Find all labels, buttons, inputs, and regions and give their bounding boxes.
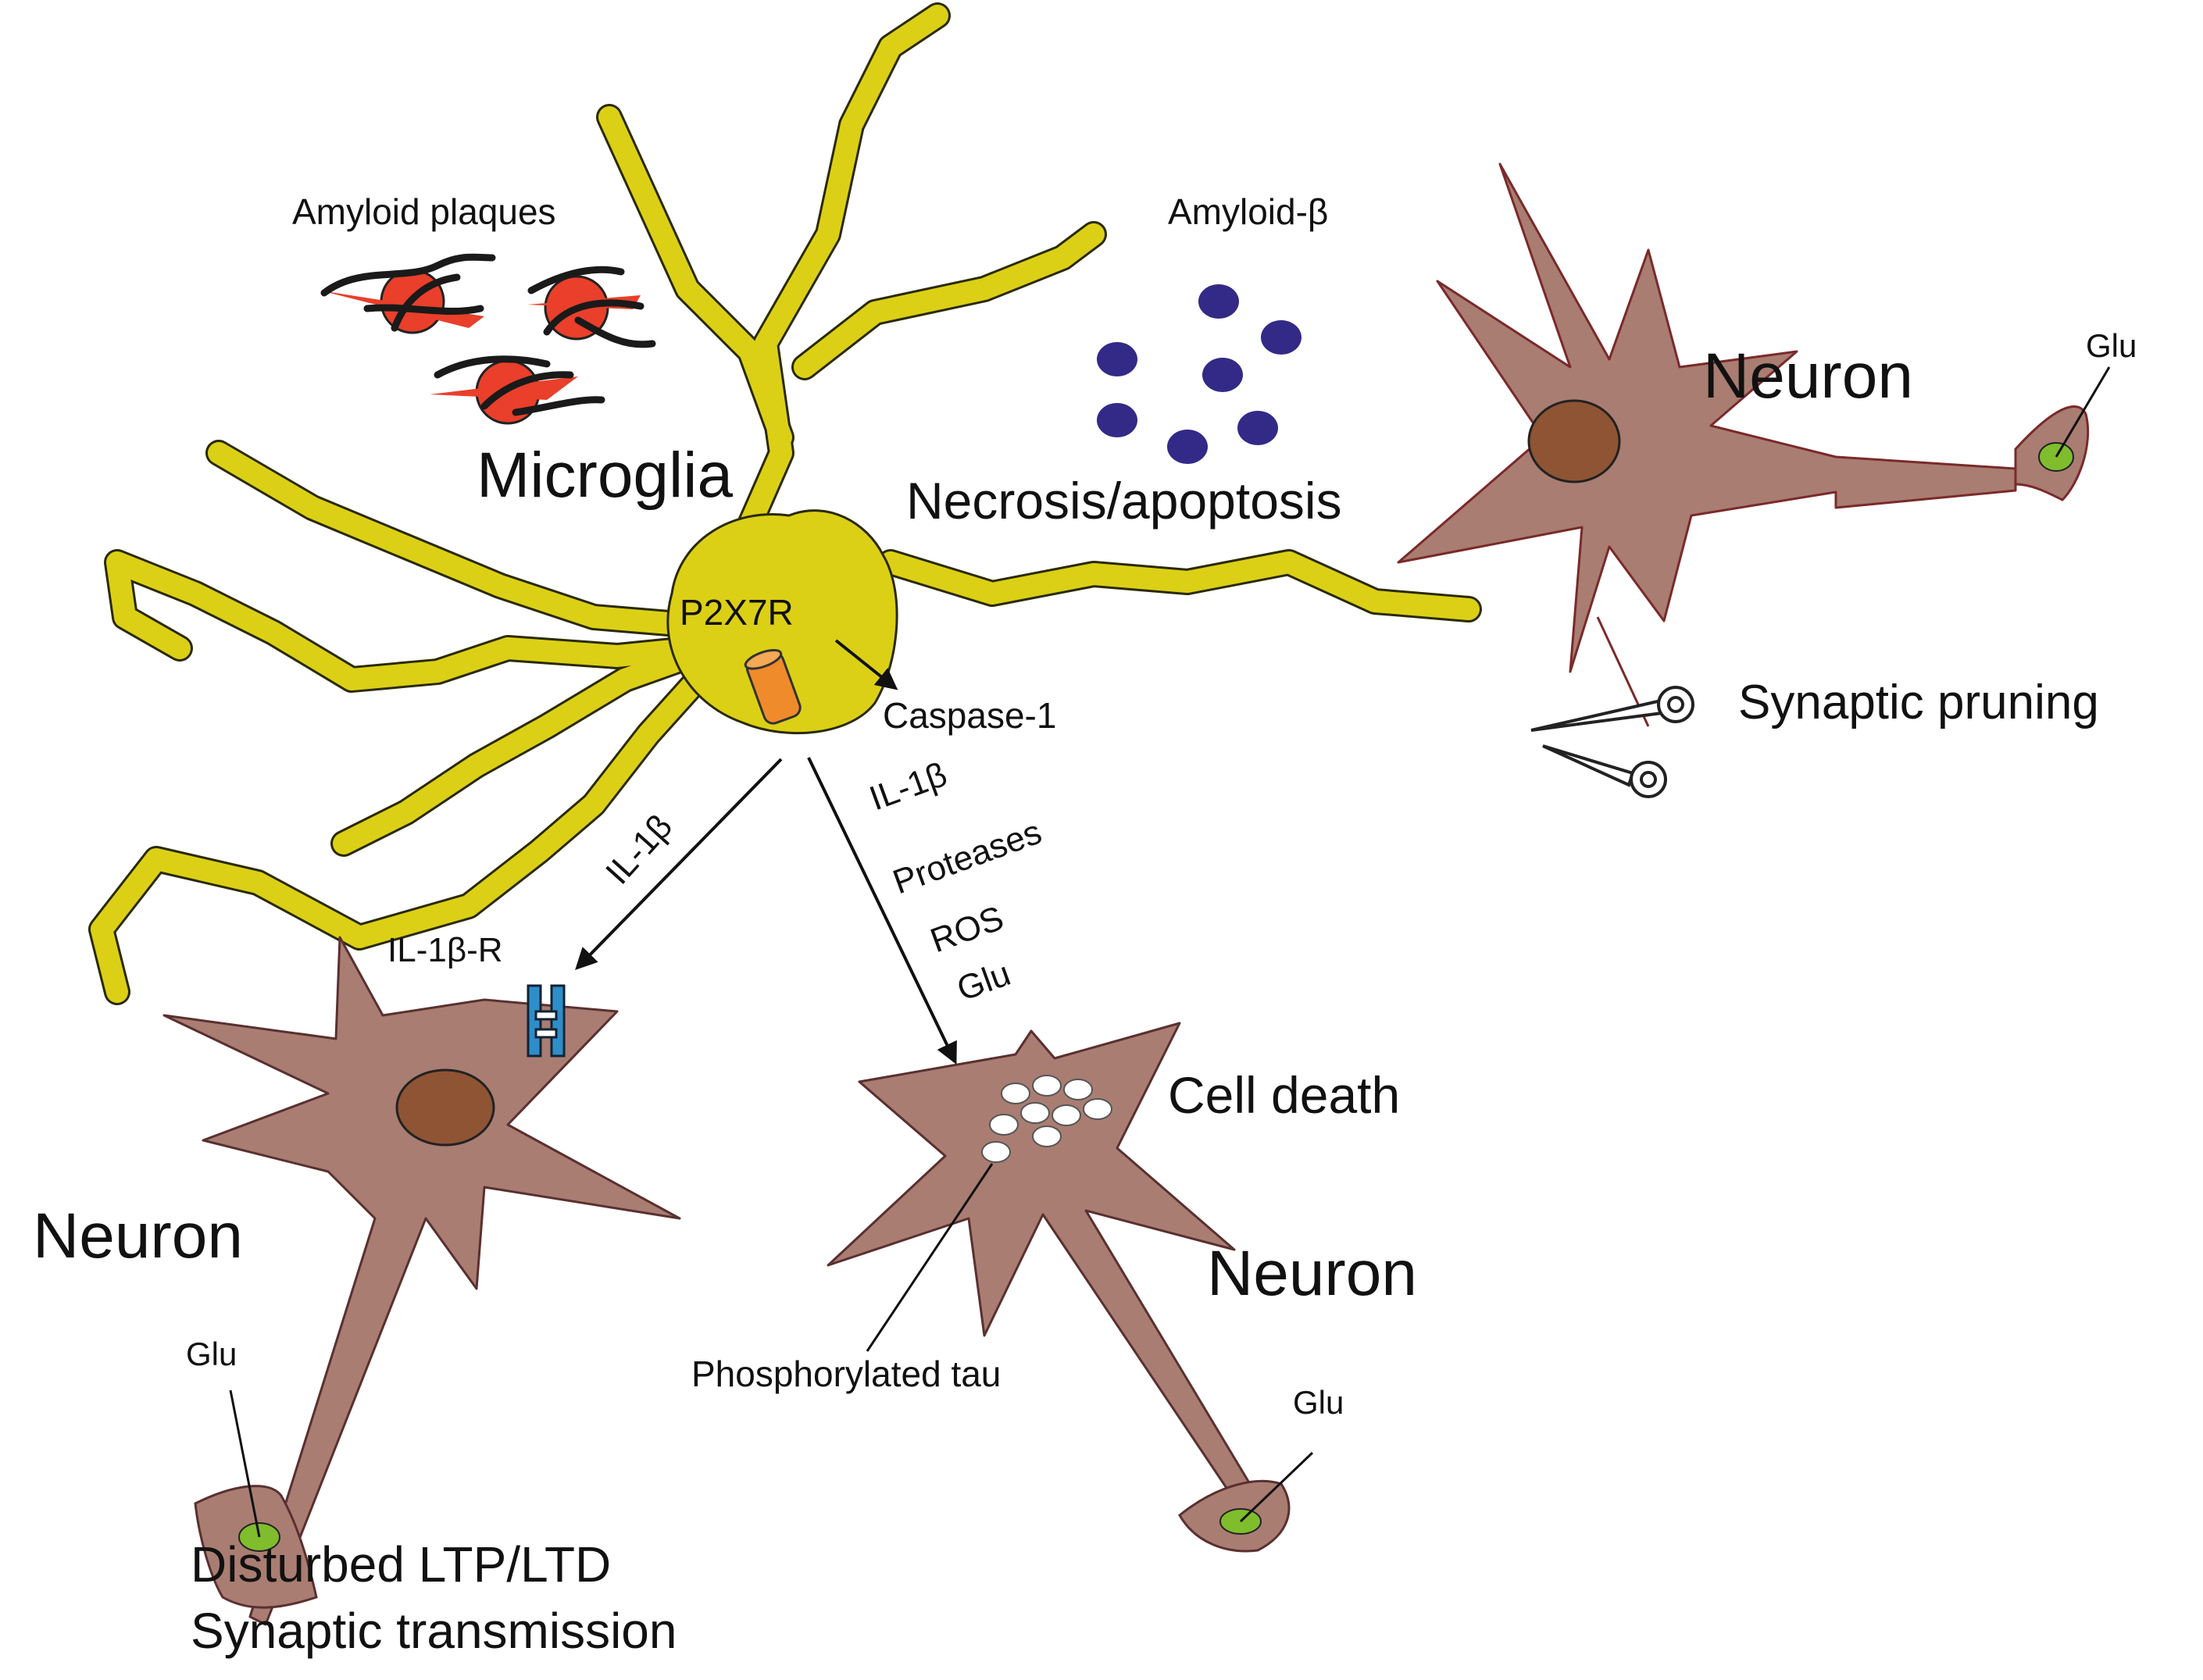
arrows	[575, 639, 957, 1065]
label-glu-center: Glu	[952, 954, 1016, 1008]
microglia-soma	[666, 509, 898, 735]
il1b-receptor-icon	[527, 984, 566, 1058]
neuron-bottom-left	[162, 936, 681, 1626]
label-amyloid-plaques: Amyloid plaques	[292, 191, 556, 232]
microglia-cell	[88, 2, 1482, 1005]
nucleus	[395, 1068, 495, 1147]
label-phosphorylated-tau: Phosphorylated tau	[691, 1354, 1001, 1394]
label-glu-top-right: Glu	[2086, 327, 2137, 364]
arrow-to-center-neuron	[807, 757, 957, 1065]
label-glu-left: Glu	[186, 1336, 237, 1372]
p2x7r-icon	[744, 649, 802, 725]
label-disturbed-ltp-ltd: Disturbed LTP/LTD	[191, 1536, 611, 1593]
label-il1b-right: IL-1β	[865, 755, 952, 819]
label-glu-bottom-center: Glu	[1293, 1384, 1344, 1421]
label-cell-death: Cell death	[1168, 1066, 1400, 1124]
label-ros: ROS	[926, 899, 1009, 961]
neuron-bottom-center	[827, 1022, 1314, 1553]
label-p2x7r: P2X7R	[680, 592, 794, 633]
label-neuron-center: Neuron	[1207, 1238, 1417, 1309]
scissors-icon	[1530, 686, 1694, 798]
label-neuron-top-right: Neuron	[1703, 341, 1913, 412]
label-synaptic-transmission: Synaptic transmission	[191, 1603, 677, 1659]
label-il1b-left: IL-1β	[598, 808, 680, 892]
label-neuron-left: Neuron	[33, 1200, 243, 1272]
label-proteases: Proteases	[888, 813, 1047, 902]
phosphorylated-tau-granules	[981, 1075, 1112, 1163]
neuron-top-right	[1397, 162, 2111, 727]
nucleus	[1527, 399, 1621, 483]
label-caspase-1: Caspase-1	[883, 695, 1056, 736]
amyloid-beta-particles	[1097, 284, 1301, 464]
label-synaptic-pruning: Synaptic pruning	[1738, 676, 2099, 729]
label-amyloid-beta: Amyloid-β	[1168, 191, 1328, 232]
amyloid-plaques	[320, 253, 656, 425]
label-il1b-r: IL-1β-R	[387, 931, 503, 969]
label-microglia: Microglia	[477, 440, 733, 511]
arrow-to-left-neuron	[575, 758, 783, 971]
arrow-to-caspase	[834, 639, 898, 690]
label-necrosis-apoptosis: Necrosis/apoptosis	[906, 472, 1342, 530]
